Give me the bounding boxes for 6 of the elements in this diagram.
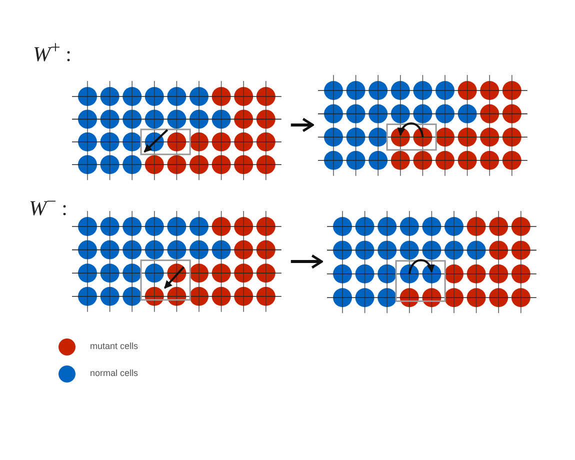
legend-label: mutant cells [90, 341, 138, 351]
panel-label: W$^{+}$ : [33, 37, 72, 67]
legend-label: normal cells [90, 368, 138, 378]
arrow [290, 254, 323, 269]
arrow [290, 118, 314, 132]
panel-label: W$^{−}$ : [29, 191, 68, 221]
